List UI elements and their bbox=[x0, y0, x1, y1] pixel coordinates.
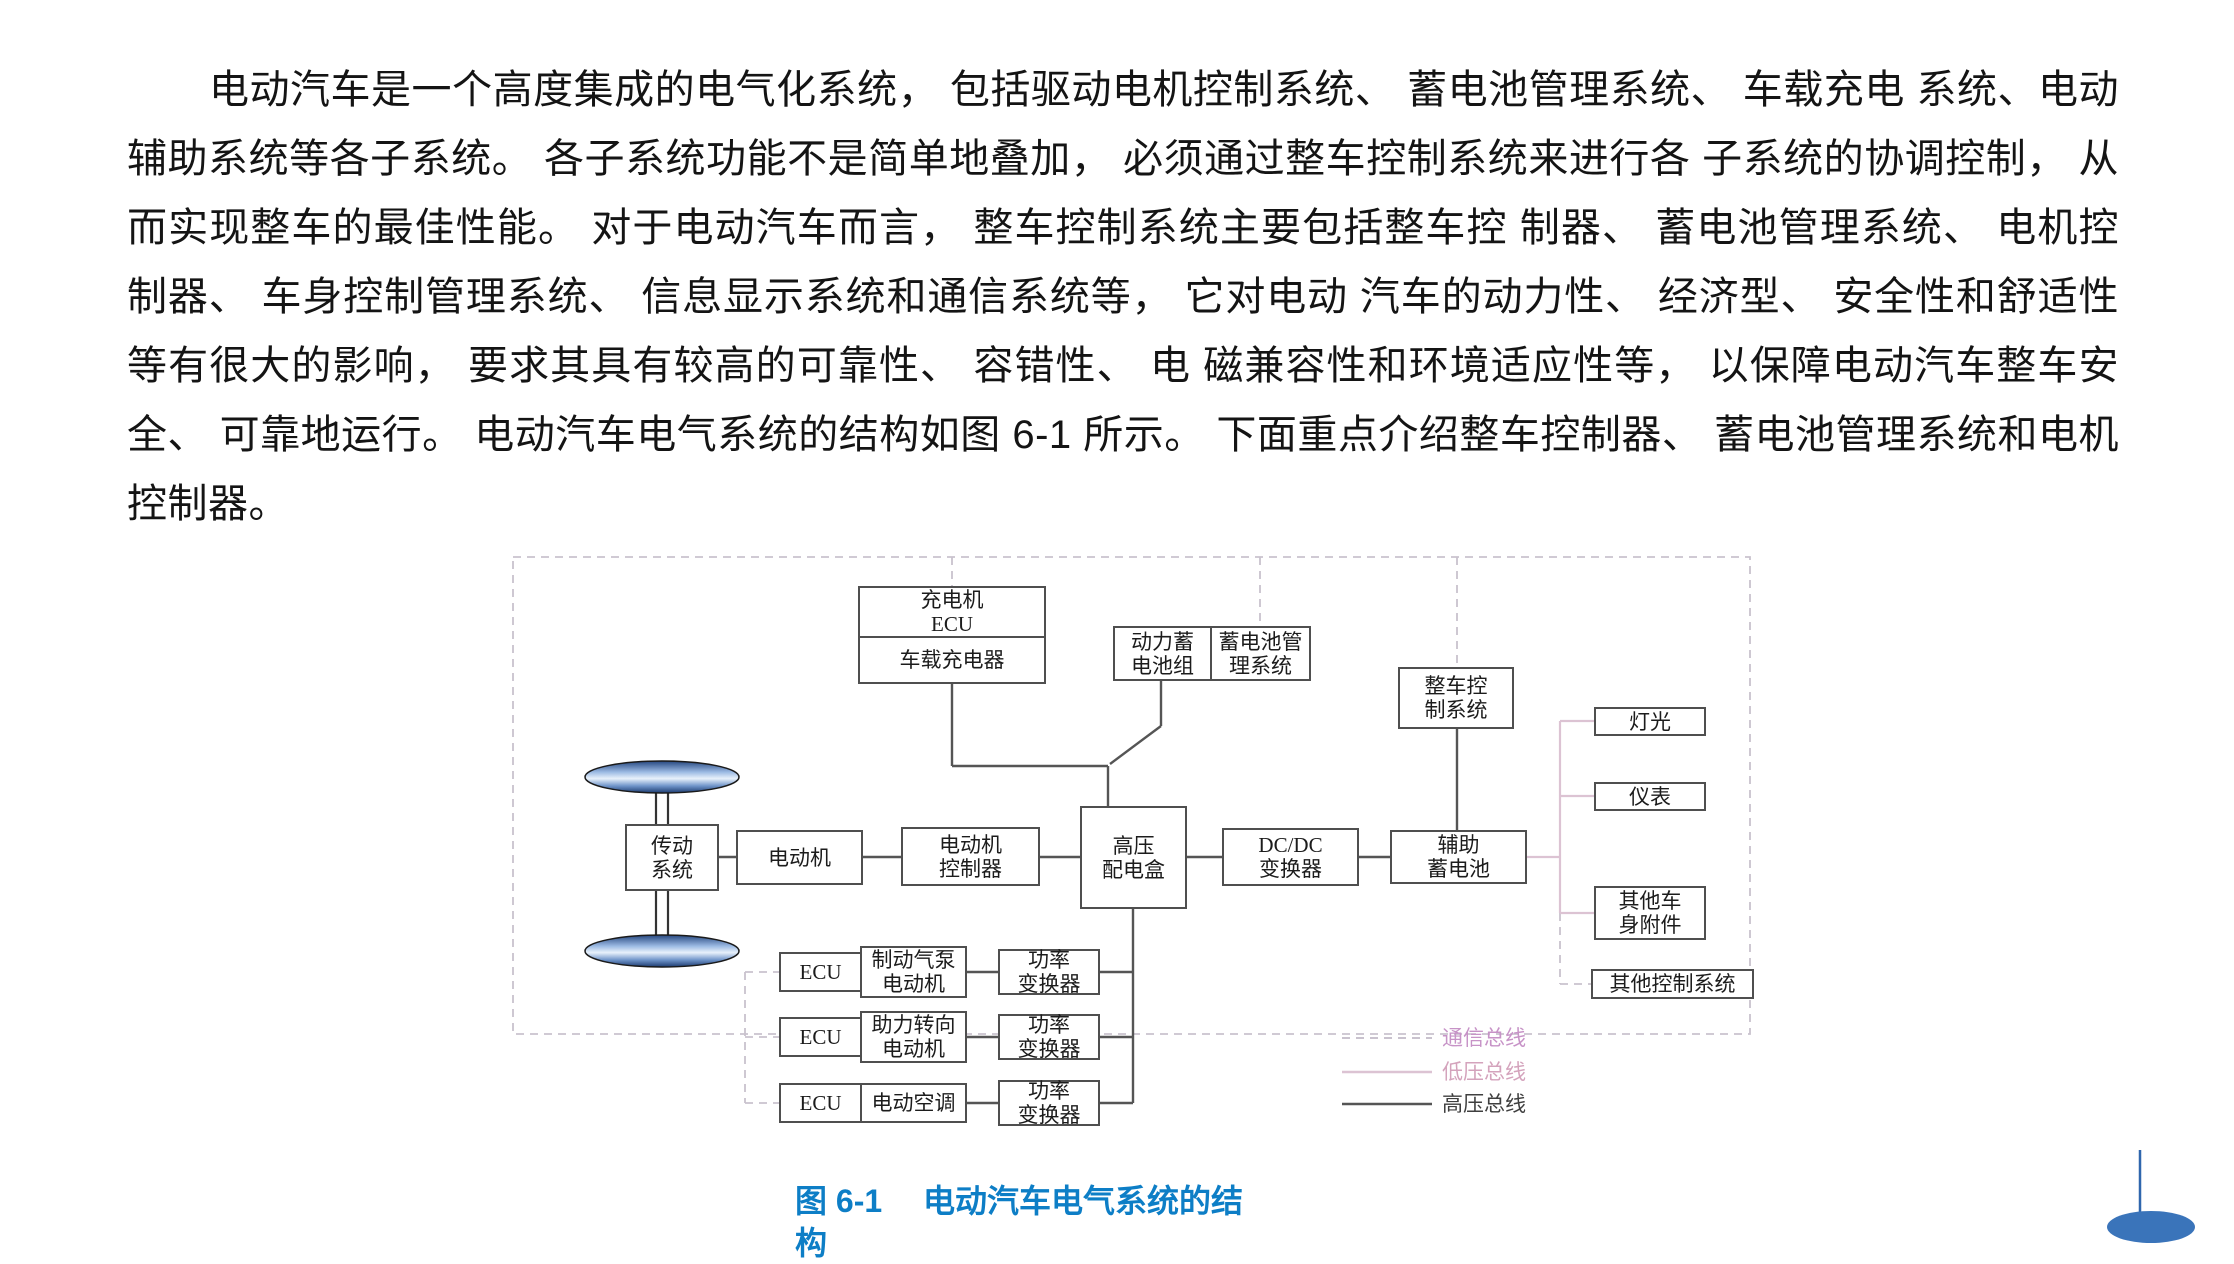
box-power-converter-1: 功率 变换器 bbox=[998, 948, 1100, 996]
box-brake-pump-motor: 制动气泵 电动机 bbox=[860, 946, 967, 998]
comm-bus-lines bbox=[512, 556, 1751, 1104]
box-motor-controller: 电动机 控制器 bbox=[901, 827, 1040, 886]
figure-caption: 图 6-1 电动汽车电气系统的结 构 bbox=[795, 1180, 1243, 1264]
wheel-top bbox=[584, 760, 740, 794]
figure-caption-line1: 图 6-1 电动汽车电气系统的结 bbox=[795, 1183, 1244, 1219]
box-charger-ecu: 充电机 ECU bbox=[920, 588, 984, 636]
legend-label-comm-bus: 通信总线 bbox=[1442, 1026, 1526, 1050]
box-ecu-2: ECU bbox=[779, 1017, 862, 1057]
battery-group: 动力蓄 电池组 蓄电池管 理系统 bbox=[1113, 626, 1311, 681]
box-onboard-charger: 车载充电器 bbox=[860, 636, 1044, 682]
box-transmission: 传动 系统 bbox=[625, 824, 719, 891]
low-voltage-lines bbox=[1527, 719, 1594, 915]
figure-caption-line2: 构 bbox=[795, 1225, 828, 1261]
box-dcdc-converter: DC/DC 变换器 bbox=[1222, 828, 1359, 886]
box-power-converter-3: 功率 变换器 bbox=[998, 1079, 1100, 1127]
box-hv-distribution: 高压 配电盒 bbox=[1080, 806, 1187, 909]
charger-group: 充电机 ECU 车载充电器 bbox=[858, 586, 1046, 684]
box-ecu-3: ECU bbox=[779, 1083, 862, 1123]
corner-decoration-ellipse bbox=[2107, 1211, 2195, 1243]
box-power-converter-2: 功率 变换器 bbox=[998, 1013, 1100, 1061]
switch-symbol bbox=[1109, 725, 1162, 765]
legend-label-low-voltage-bus: 低压总线 bbox=[1442, 1060, 1526, 1084]
body-paragraph: 电动汽车是一个高度集成的电气化系统， 包括驱动电机控制系统、 蓄电池管理系统、 … bbox=[127, 68, 2119, 526]
box-vehicle-control: 整车控 制系统 bbox=[1398, 667, 1514, 729]
box-lights: 灯光 bbox=[1594, 707, 1706, 736]
box-instruments: 仪表 bbox=[1594, 782, 1706, 811]
box-ecu-1: ECU bbox=[779, 952, 862, 992]
wheel-bottom bbox=[584, 934, 740, 968]
box-motor: 电动机 bbox=[736, 830, 863, 885]
box-aux-battery: 辅助 蓄电池 bbox=[1390, 830, 1527, 884]
legend-label-high-voltage-bus: 高压总线 bbox=[1442, 1092, 1526, 1116]
box-battery-management: 蓄电池管 理系统 bbox=[1210, 628, 1309, 679]
box-steering-motor: 助力转向 电动机 bbox=[860, 1011, 967, 1063]
box-battery-pack: 动力蓄 电池组 bbox=[1131, 629, 1194, 678]
box-other-control-systems: 其他控制系统 bbox=[1591, 969, 1754, 999]
high-voltage-lines bbox=[719, 681, 1459, 1105]
box-electric-ac: 电动空调 bbox=[860, 1083, 967, 1123]
box-body-accessories: 其他车 身附件 bbox=[1594, 886, 1706, 940]
